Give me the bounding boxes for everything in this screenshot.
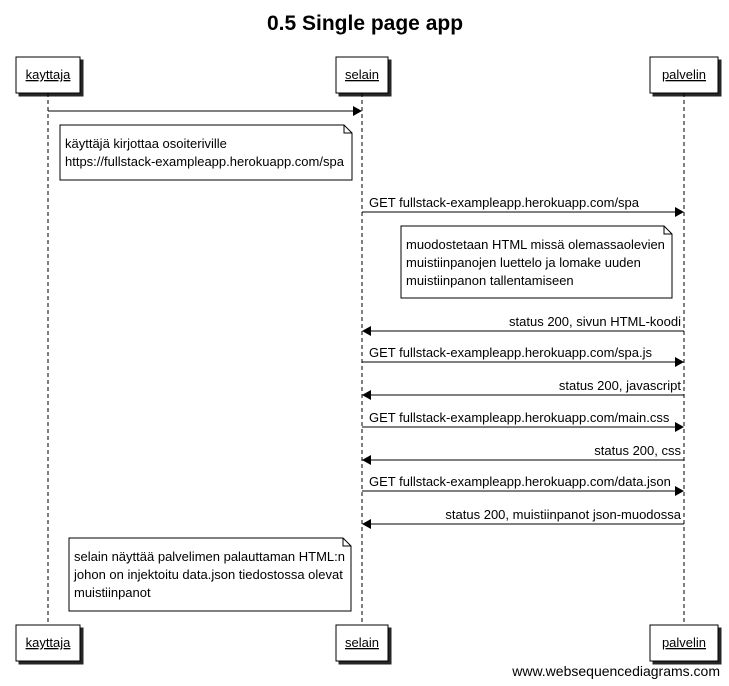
actor-label: selain bbox=[345, 635, 379, 650]
message bbox=[48, 106, 362, 116]
note-line: muodostetaan HTML missä olemassaolevien bbox=[406, 237, 665, 252]
actor-selain-bottom: selain bbox=[335, 624, 389, 662]
message-arrowhead bbox=[675, 422, 684, 432]
actor-label: kayttaja bbox=[26, 67, 72, 82]
actor-box bbox=[15, 624, 81, 662]
note-line: https://fullstack-exampleapp.herokuapp.c… bbox=[65, 154, 345, 169]
actor-selain-top: selain bbox=[335, 56, 389, 94]
note-box bbox=[59, 124, 353, 181]
actor-kayttaja-top: kayttaja bbox=[15, 56, 81, 94]
note-fold bbox=[342, 538, 351, 547]
message-arrowhead bbox=[362, 390, 371, 400]
message-label: GET fullstack-exampleapp.herokuapp.com/s… bbox=[369, 195, 640, 210]
note-line: muistiinpanon tallentamiseen bbox=[406, 273, 574, 288]
message: GET fullstack-exampleapp.herokuapp.com/d… bbox=[362, 474, 684, 496]
actor-label: kayttaja bbox=[26, 635, 72, 650]
actor-label: palvelin bbox=[662, 67, 706, 82]
note-line: muistiinpanot bbox=[74, 585, 151, 600]
actor-palvelin-bottom: palvelin bbox=[649, 624, 719, 662]
message-arrowhead bbox=[353, 106, 362, 116]
message: status 200, javascript bbox=[362, 378, 684, 400]
note-box bbox=[68, 537, 352, 612]
note-fold bbox=[343, 125, 352, 134]
message-arrowhead bbox=[362, 455, 371, 465]
message: status 200, css bbox=[362, 443, 684, 465]
diagram-title: 0.5 Single page app bbox=[267, 12, 463, 35]
note: selain näyttää palvelimen palauttaman HT… bbox=[68, 537, 352, 612]
note: käyttäjä kirjottaa osoiteriville https://… bbox=[59, 124, 353, 181]
actor-box bbox=[649, 56, 719, 94]
message-label: GET fullstack-exampleapp.herokuapp.com/d… bbox=[369, 474, 671, 489]
actor-label: selain bbox=[345, 67, 379, 82]
message-label: status 200, muistiinpanot json-muodossa bbox=[445, 507, 681, 522]
note: muodostetaan HTML missä olemassaolevien m… bbox=[400, 225, 673, 299]
message-label: status 200, sivun HTML-koodi bbox=[509, 314, 681, 329]
message-arrowhead bbox=[675, 207, 684, 217]
note-box bbox=[400, 225, 673, 299]
message: GET fullstack-exampleapp.herokuapp.com/s… bbox=[362, 195, 684, 217]
message-arrowhead bbox=[675, 357, 684, 367]
message-label: status 200, javascript bbox=[559, 378, 682, 393]
message-arrowhead bbox=[675, 486, 684, 496]
message: GET fullstack-exampleapp.herokuapp.com/s… bbox=[362, 345, 684, 367]
message-label: GET fullstack-exampleapp.herokuapp.com/s… bbox=[369, 345, 653, 360]
message: status 200, muistiinpanot json-muodossa bbox=[362, 507, 684, 529]
message-arrowhead bbox=[362, 326, 371, 336]
actor-box bbox=[335, 624, 389, 662]
note-fold bbox=[663, 226, 672, 235]
message-label: status 200, css bbox=[594, 443, 681, 458]
actor-box bbox=[335, 56, 389, 94]
actor-box bbox=[15, 56, 81, 94]
message-label: GET fullstack-exampleapp.herokuapp.com/m… bbox=[369, 410, 670, 425]
actor-box bbox=[649, 624, 719, 662]
note-line: muistiinpanojen luettelo ja lomake uuden bbox=[406, 255, 641, 270]
message: status 200, sivun HTML-koodi bbox=[362, 314, 684, 336]
actor-label: palvelin bbox=[662, 635, 706, 650]
actor-kayttaja-bottom: kayttaja bbox=[15, 624, 81, 662]
actor-palvelin-top: palvelin bbox=[649, 56, 719, 94]
note-line: selain näyttää palvelimen palauttaman HT… bbox=[74, 549, 345, 564]
footer-credit: www.websequencediagrams.com bbox=[511, 663, 720, 679]
message-arrowhead bbox=[362, 519, 371, 529]
note-line: johon on injektoitu data.json tiedostoss… bbox=[73, 567, 343, 582]
message: GET fullstack-exampleapp.herokuapp.com/m… bbox=[362, 410, 684, 432]
note-line: käyttäjä kirjottaa osoiteriville bbox=[65, 136, 227, 151]
